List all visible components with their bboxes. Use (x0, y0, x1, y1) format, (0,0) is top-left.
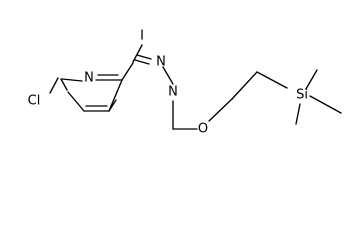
atom-label-silicon: Si (296, 88, 308, 103)
bond-si-methyl-up (305, 69, 318, 90)
bond-c7a-c3a (108, 79, 123, 112)
bond-si-methyl-down (295, 103, 301, 125)
bond-c3-i (132, 44, 143, 63)
atom-label-pyridine-nitrogen: N (84, 71, 94, 86)
bond-pyridine-n-c5 (61, 78, 83, 82)
bond-c3-n2 (134, 59, 150, 65)
diagram-canvas: I N N Cl N O Si (27, 28, 342, 137)
bond-c6-c7 (67, 91, 85, 112)
bond-c3a-c3 (121, 62, 134, 81)
atom-label-pyrazole-nitrogen-lower: N (168, 85, 178, 100)
molecule-structure: I N N Cl N O Si (28, 29, 342, 137)
bond-c7a-n1 (108, 99, 117, 112)
bond-c5-c6 (60, 78, 68, 91)
bond-n2-n1 (162, 66, 174, 85)
atom-label-chlorine: Cl (28, 94, 41, 109)
bond-o-ch2a (208, 98, 233, 122)
bond-si-methyl-right (309, 95, 342, 114)
atom-label-pyrazole-nitrogen-upper: N (156, 55, 166, 70)
bond-c5-cl (49, 77, 59, 94)
atom-label-iodine: I (140, 29, 144, 44)
bond-ch2a-ch2b (231, 71, 258, 100)
bond-ch2b-si (256, 71, 288, 89)
atom-label-oxygen: O (198, 122, 208, 137)
bond-c3-n2-double (136, 54, 152, 60)
